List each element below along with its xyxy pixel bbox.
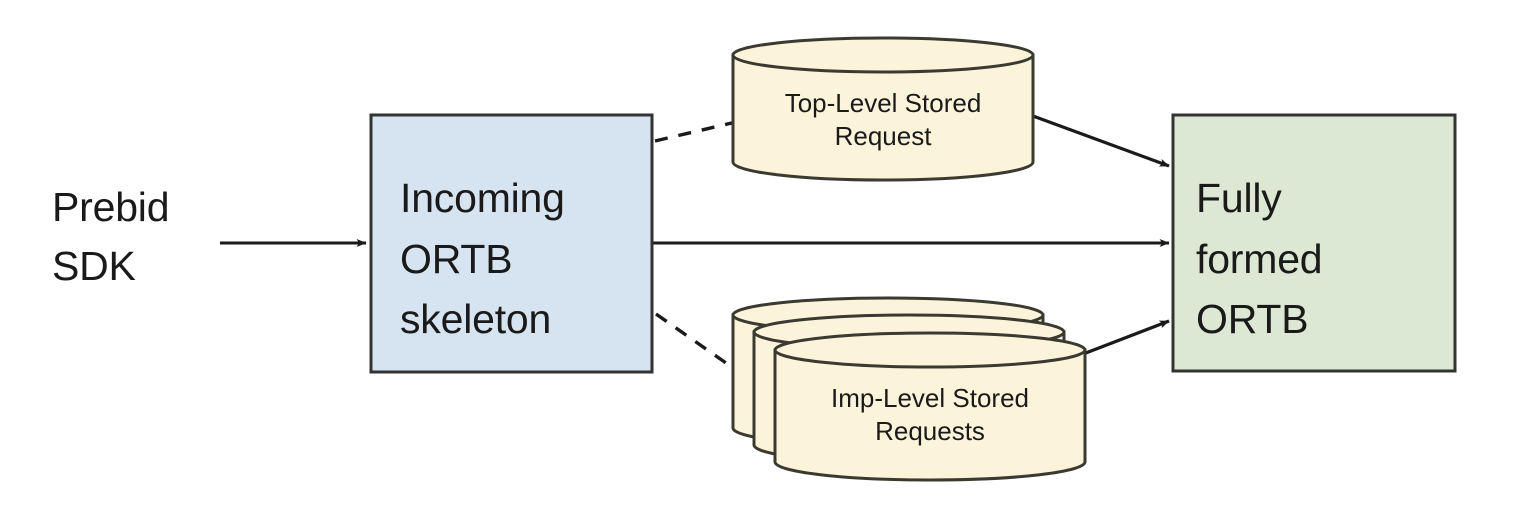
node-incoming-ortb-skeleton[interactable] (369, 113, 654, 374)
node-top-level-stored-request[interactable] (731, 36, 1035, 182)
edge-top-store-to-output (1032, 114, 1170, 168)
edge-incoming-to-top-store (654, 120, 737, 143)
node-fully-formed-ortb[interactable] (1171, 113, 1457, 373)
edge-incoming-to-imp-store (655, 312, 737, 372)
edge-imp-store-to-output (1077, 319, 1170, 358)
imp-store-cylinder-front (773, 331, 1087, 482)
node-imp-level-stored-requests[interactable] (731, 296, 1087, 482)
